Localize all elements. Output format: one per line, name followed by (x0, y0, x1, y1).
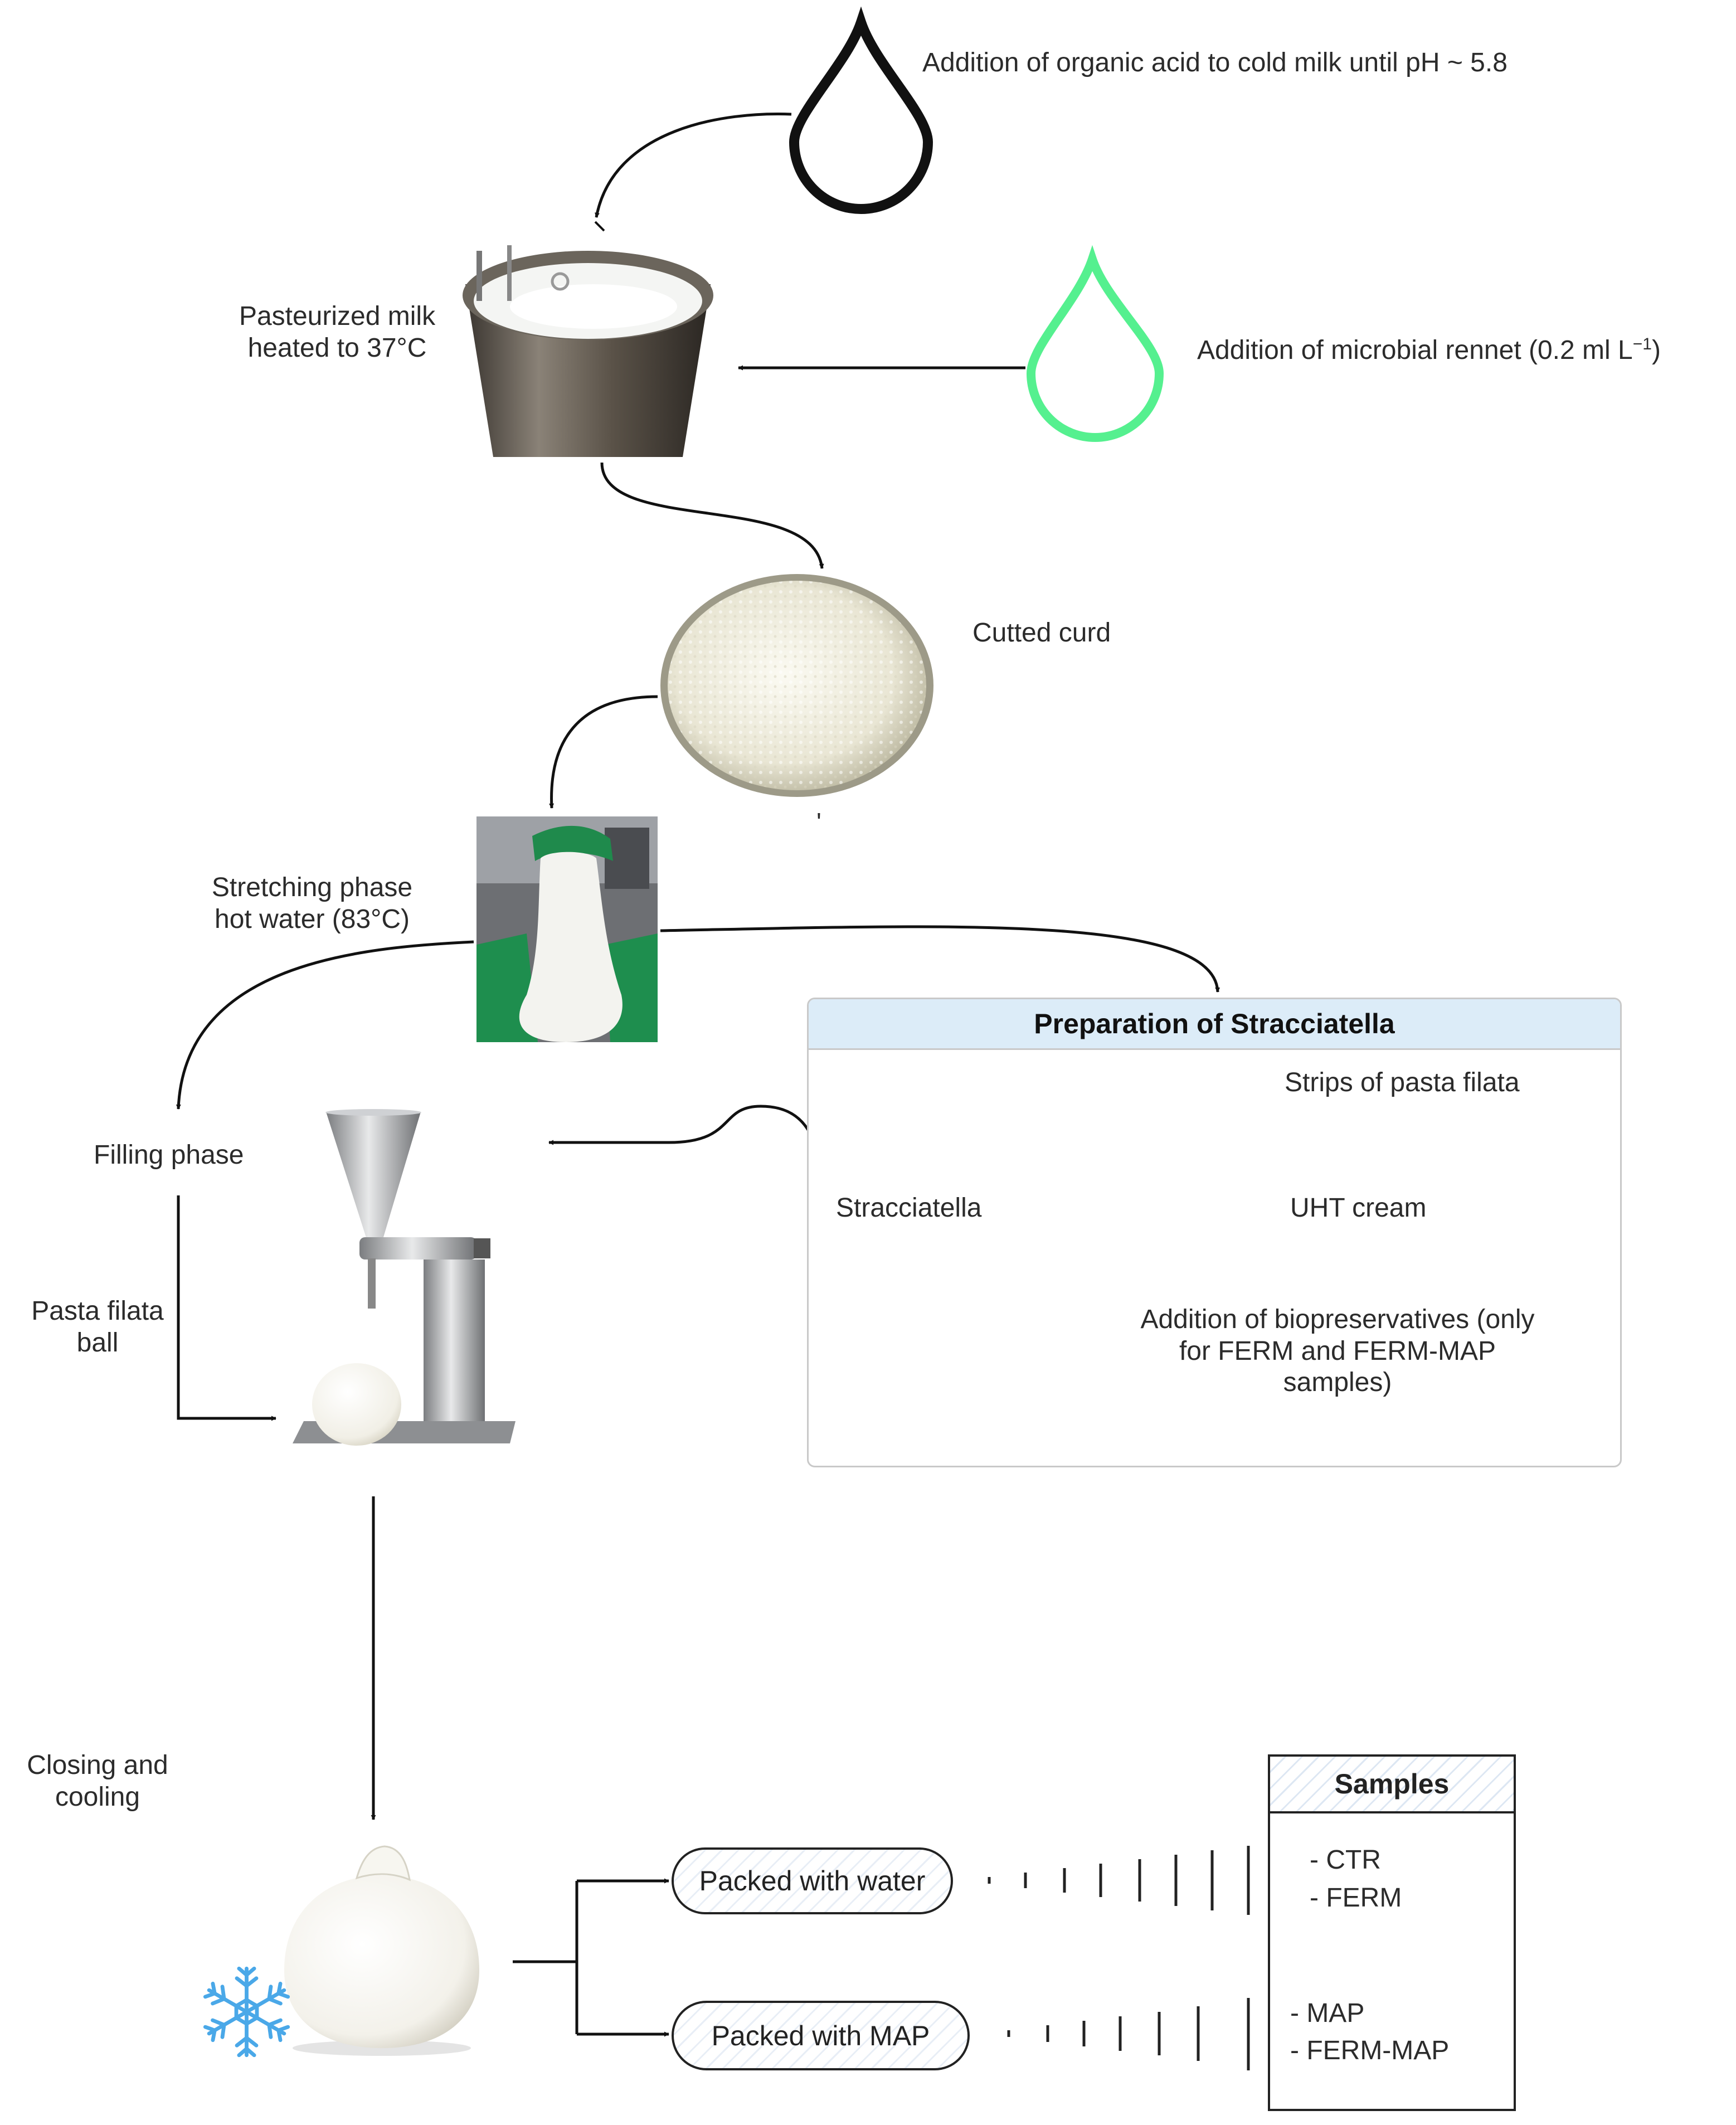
sample-ctr: - CTR (1310, 1845, 1381, 1875)
snowflake-icon (198, 1966, 295, 2062)
milk-to-curd-arrow (600, 462, 824, 569)
burrata-image (284, 1845, 479, 2056)
closing-label: Closing and cooling (8, 1750, 187, 1813)
branch-bio-line2: for FERM and FERM-MAP (1179, 1336, 1496, 1366)
acid-label: Addition of organic acid to cold milk un… (922, 48, 1508, 77)
milk-label-line2: heated to 37°C (247, 333, 427, 363)
sample-ferm-map: - FERM-MAP (1290, 2036, 1450, 2065)
stretching-image (476, 816, 658, 1042)
stretching-label-line2: hot water (83°C) (215, 904, 410, 934)
rennet-label-exponent: −1 (1632, 335, 1652, 353)
curd-label: Cutted curd (972, 618, 1111, 648)
branch-bio-line1: Addition of biopreservatives (only (1140, 1305, 1535, 1334)
stretching-label: Stretching phase hot water (83°C) (189, 872, 435, 935)
acid-arrowhead (594, 221, 605, 232)
stracciatella-prep-title: Preparation of Stracciatella (809, 999, 1620, 1050)
acid-drop-icon (789, 6, 933, 214)
samples-panel: Samples (1268, 1754, 1516, 2111)
branch-strips-label: Strips of pasta filata (1285, 1068, 1520, 1097)
curd-to-stretching-arrow (549, 695, 658, 809)
filling-machine-image (293, 1109, 516, 1446)
ball-label-line1: Pasta filata (31, 1296, 164, 1326)
acid-to-milk-arrow (595, 113, 792, 218)
rennet-label: Addition of microbial rennet (0.2 ml L−1… (1197, 334, 1661, 367)
closing-label-line2: cooling (55, 1782, 140, 1812)
sample-ferm: - FERM (1310, 1883, 1402, 1913)
stretching-to-filling-arrow (176, 940, 474, 1110)
curd-image (660, 574, 933, 797)
stretching-to-prep-arrow (660, 925, 1220, 993)
milk-pot-image (463, 245, 713, 457)
rennet-label-close: ) (1651, 335, 1661, 365)
stracciatella-prep-panel: Preparation of Stracciatella (807, 998, 1622, 1467)
filling-label: Filling phase (94, 1140, 244, 1170)
packed-water-node: Packed with water (672, 1847, 953, 1914)
branch-cream-label: UHT cream (1290, 1193, 1427, 1223)
water-tick-marks (988, 1846, 1250, 1915)
milk-label-line1: Pasteurized milk (239, 302, 436, 331)
packed-map-node: Packed with MAP (672, 2001, 970, 2070)
ball-label: Pasta filata ball (11, 1296, 184, 1359)
sample-map: - MAP (1290, 1998, 1365, 2028)
branch-bio-line3: samples) (1283, 1368, 1392, 1398)
stracciatella-to-machine-arrow (548, 1105, 824, 1188)
milk-label: Pasteurized milk heated to 37°C (220, 301, 454, 364)
ball-to-machine-arrow (177, 1195, 276, 1421)
stray-tick-mark: ' (816, 808, 821, 837)
ball-label-line2: ball (76, 1327, 119, 1358)
branch-bio-label: Addition of biopreservatives (only for F… (1109, 1304, 1566, 1399)
closing-label-line1: Closing and (27, 1750, 168, 1780)
samples-title: Samples (1270, 1757, 1514, 1813)
rennet-label-text: Addition of microbial rennet (0.2 ml L (1197, 335, 1633, 365)
stretching-label-line1: Stretching phase (211, 873, 413, 902)
rennet-drop-icon (1026, 245, 1164, 442)
map-tick-marks (1007, 1998, 1250, 2070)
stracciatella-root-label: Stracciatella (836, 1193, 982, 1223)
